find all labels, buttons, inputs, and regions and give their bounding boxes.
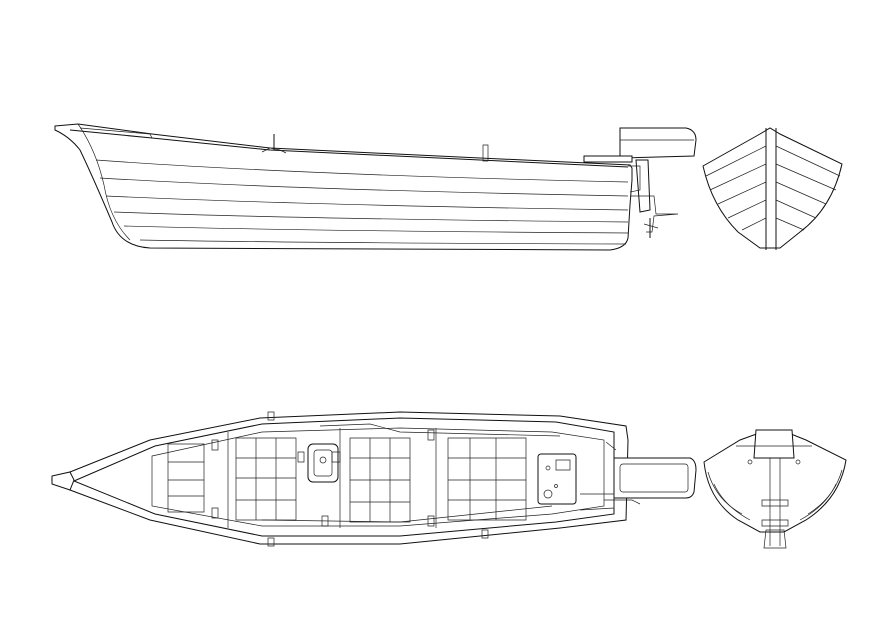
cleat-bottom-4 [428,516,434,526]
hatch [298,444,340,482]
cleat-top-2 [212,440,218,450]
side-profile-view [55,124,696,250]
cleat-top-3 [428,430,434,440]
motor-leg [630,196,678,232]
section-outline [703,128,842,248]
stern-section-elevation [703,128,842,250]
hull-outline [55,124,632,250]
post-base [262,148,286,153]
plank-line-2 [100,178,628,196]
oarlock-post [483,145,488,161]
floor-boards [168,438,526,522]
side-bench-top [320,424,560,436]
stern-panel [538,454,576,504]
bow-deck [80,128,152,138]
motor-shaft [636,160,650,212]
motor-clamp [628,166,640,192]
motor-mount [584,156,632,162]
cleat-bottom-5 [482,530,488,538]
cleat-bottom-1 [268,538,274,546]
plank-line-1 [96,160,628,182]
bow-stem [78,124,130,240]
plan-bow-tip [52,472,74,490]
stern-section-plan [704,430,846,548]
outboard-motor-top [580,442,696,510]
cleat-bottom-3 [322,516,328,526]
plan-hull-inner [152,428,604,526]
plan-gunwale-inner [74,418,614,536]
motor-cowling [620,128,696,158]
keel-line [140,240,626,244]
sheer-line [70,130,628,167]
section-plan-outline [704,432,846,532]
plank-line-4 [114,212,628,222]
side-bench-bottom [262,506,552,522]
plank-line-5 [124,226,628,233]
plan-top-view [52,412,696,546]
cleat-top-1 [268,412,274,420]
plan-hull-outer [52,412,628,544]
cleat-bottom-2 [212,508,218,518]
outboard-motor-side [584,128,696,238]
plank-line-3 [106,196,628,210]
section-motor [754,430,794,458]
